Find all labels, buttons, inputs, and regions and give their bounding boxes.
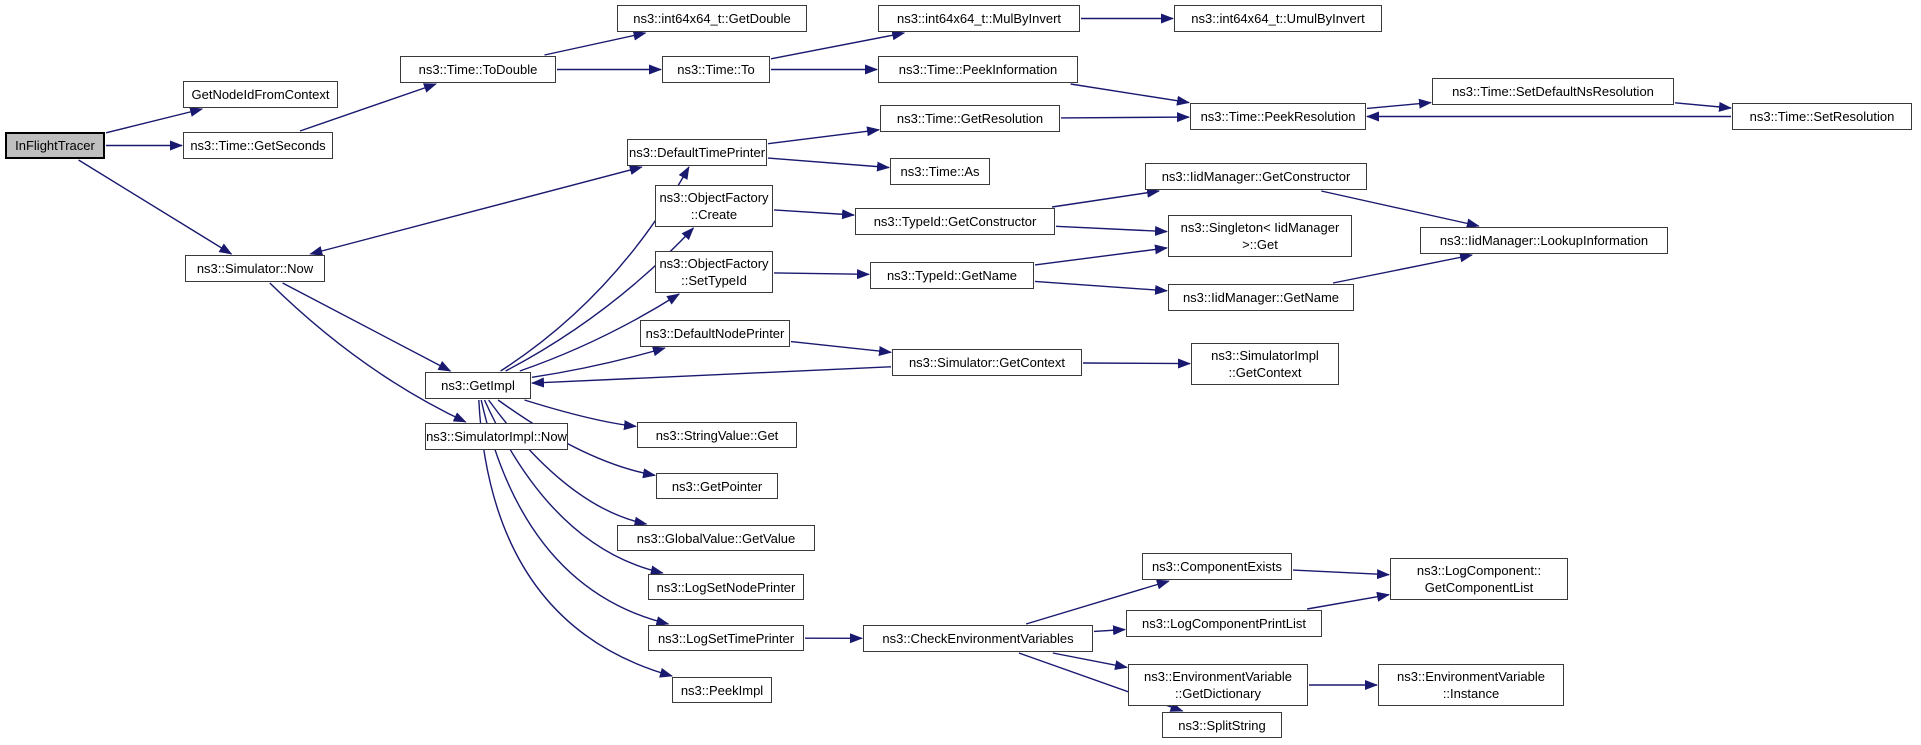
node-TypeIdGetConstructor[interactable]: ns3::TypeId::GetConstructor [855,208,1055,235]
node-IidGetName[interactable]: ns3::IidManager::GetName [1168,284,1354,311]
node-TypeIdGetName[interactable]: ns3::TypeId::GetName [870,262,1034,289]
edge-IidGetName-LookupInformation [1332,252,1473,284]
edge-ComponentExists-GetComponentList [1292,569,1390,580]
edge-DefaultTimePrinter-SimulatorNow [309,165,643,256]
node-LogComponentPrintList[interactable]: ns3::LogComponentPrintList [1126,610,1322,637]
node-UmulByInvert[interactable]: ns3::int64x64_t::UmulByInvert [1174,5,1382,32]
edge-GetImpl-StringValueGet [524,399,637,431]
node-label-line: ns3::ObjectFactory [659,190,769,205]
node-TimeAs[interactable]: ns3::Time::As [890,158,990,185]
node-label-line: ns3::LogComponent:: [1416,563,1542,578]
node-FactoryCreate[interactable]: ns3::ObjectFactory::Create [655,185,773,227]
edge-GetResolution-PeekResolution [1060,112,1190,123]
edge-TypeIdGetName-IidGetName [1034,280,1168,295]
node-label-line: ::GetDictionary [1175,686,1261,701]
edge-CheckEnv-LogComponentPrintList [1093,625,1126,636]
node-label-line: ns3::SimulatorImpl [1211,348,1319,363]
node-label-line: ns3::Singleton< IidManager [1180,220,1340,235]
node-LogSetNodePrinter[interactable]: ns3::LogSetNodePrinter [648,574,804,600]
node-TimeTo[interactable]: ns3::Time::To [662,56,770,83]
edge-SimulatorNow-GetImpl [282,282,452,372]
node-SimulatorNow[interactable]: ns3::Simulator::Now [185,255,325,282]
node-SimGetContext[interactable]: ns3::Simulator::GetContext [892,349,1082,376]
edge-TypeIdGetConstructor-SingletonGet [1055,225,1168,237]
edge-SimGetContext-SimImplGetContext [1082,358,1191,369]
edge-DefaultTimePrinter-TimeAs [767,157,890,172]
node-label-line: GetComponentList [1424,580,1534,595]
node-DefaultNodePrinter[interactable]: ns3::DefaultNodePrinter [640,320,790,347]
node-ComponentExists[interactable]: ns3::ComponentExists [1142,553,1292,580]
node-PeekInformation[interactable]: ns3::Time::PeekInformation [878,56,1078,83]
edge-GetImpl-GetPointer [497,399,656,479]
node-label-line: ::GetContext [1228,365,1302,380]
node-DefaultTimePrinter[interactable]: ns3::DefaultTimePrinter [627,139,767,166]
edge-GetImpl-GlobalValueGetValue [488,399,648,527]
node-label-line: ::Create [690,207,738,222]
edge-GetSeconds-ToDouble [299,83,437,132]
edge-DefaultNodePrinter-SimGetContext [790,340,892,356]
edge-InFlightTracer-GetNodeIdFromContext [105,107,204,134]
edge-PeekResolution-SetDefaultNsResolution [1366,98,1432,110]
edge-GetImpl-PeekImpl [478,399,673,678]
edge-ToDouble-GetDouble [544,30,647,56]
node-ToDouble[interactable]: ns3::Time::ToDouble [400,56,556,83]
node-GetImpl[interactable]: ns3::GetImpl [425,372,531,399]
node-InFlightTracer[interactable]: InFlightTracer [5,132,105,159]
edge-TypeIdGetName-SingletonGet [1034,244,1168,266]
node-SimImplGetContext[interactable]: ns3::SimulatorImpl::GetContext [1191,343,1339,385]
node-label-line: ns3::EnvironmentVariable [1397,669,1545,684]
node-LookupInformation[interactable]: ns3::IidManager::LookupInformation [1420,227,1668,254]
node-PeekResolution[interactable]: ns3::Time::PeekResolution [1190,103,1366,130]
node-label-line: ns3::ObjectFactory [659,256,769,271]
node-label-line: ::SetTypeId [681,273,747,288]
node-FactorySetTypeId[interactable]: ns3::ObjectFactory::SetTypeId [655,251,773,293]
edge-CheckEnv-ComponentExists [1025,579,1170,625]
edge-InFlightTracer-SimulatorNow [78,159,233,255]
node-GlobalValueGetValue[interactable]: ns3::GlobalValue::GetValue [617,525,815,551]
edge-GetImpl-FactorySetTypeId [519,293,680,372]
node-GetSeconds[interactable]: ns3::Time::GetSeconds [183,132,333,159]
node-GetPointer[interactable]: ns3::GetPointer [656,473,778,499]
node-SetDefaultNsResolution[interactable]: ns3::Time::SetDefaultNsResolution [1432,78,1674,105]
edge-IidGetConstructor-LookupInformation [1321,190,1480,229]
node-SetResolution[interactable]: ns3::Time::SetResolution [1732,103,1912,130]
edge-GetImpl-DefaultNodePrinter [531,346,666,378]
edge-FactorySetTypeId-TypeIdGetName [773,269,870,280]
node-GetComponentList[interactable]: ns3::LogComponent::GetComponentList [1390,558,1568,600]
edge-TimeTo-MulByInvert [770,30,906,60]
edge-SetDefaultNsResolution-SetResolution [1674,101,1732,112]
edge-GetImpl-FactoryCreate [505,227,695,372]
node-PeekImpl[interactable]: ns3::PeekImpl [672,677,772,703]
node-IidGetConstructor[interactable]: ns3::IidManager::GetConstructor [1145,163,1367,190]
node-GetDouble[interactable]: ns3::int64x64_t::GetDouble [617,5,807,32]
edge-PeekInformation-PeekResolution [1070,83,1190,106]
node-SingletonGet[interactable]: ns3::Singleton< IidManager>::Get [1168,215,1352,257]
node-GetNodeIdFromContext[interactable]: GetNodeIdFromContext [183,81,338,108]
node-label-line: >::Get [1242,237,1278,252]
node-GetResolution[interactable]: ns3::Time::GetResolution [880,105,1060,132]
edge-CheckEnv-EnvGetDictionary [1052,652,1128,671]
node-EnvGetDictionary[interactable]: ns3::EnvironmentVariable::GetDictionary [1128,664,1308,706]
node-SplitString[interactable]: ns3::SplitString [1162,712,1282,738]
edge-TypeIdGetConstructor-IidGetConstructor [1051,187,1160,208]
node-CheckEnv[interactable]: ns3::CheckEnvironmentVariables [863,625,1093,652]
node-SimulatorImplNow[interactable]: ns3::SimulatorImpl::Now [425,423,568,450]
node-MulByInvert[interactable]: ns3::int64x64_t::MulByInvert [878,5,1080,32]
edge-SimulatorNow-SimulatorImplNow [269,282,467,423]
node-EnvInstance[interactable]: ns3::EnvironmentVariable::Instance [1378,664,1564,706]
edge-DefaultTimePrinter-GetResolution [767,126,880,145]
edge-FactoryCreate-TypeIdGetConstructor [773,209,855,220]
node-LogSetTimePrinter[interactable]: ns3::LogSetTimePrinter [648,625,804,651]
node-label-line: ns3::EnvironmentVariable [1144,669,1292,684]
edge-LogComponentPrintList-GetComponentList [1306,591,1390,610]
node-StringValueGet[interactable]: ns3::StringValue::Get [637,422,797,448]
node-label-line: ::Instance [1442,686,1500,701]
edge-SimGetContext-GetImpl [531,366,892,388]
